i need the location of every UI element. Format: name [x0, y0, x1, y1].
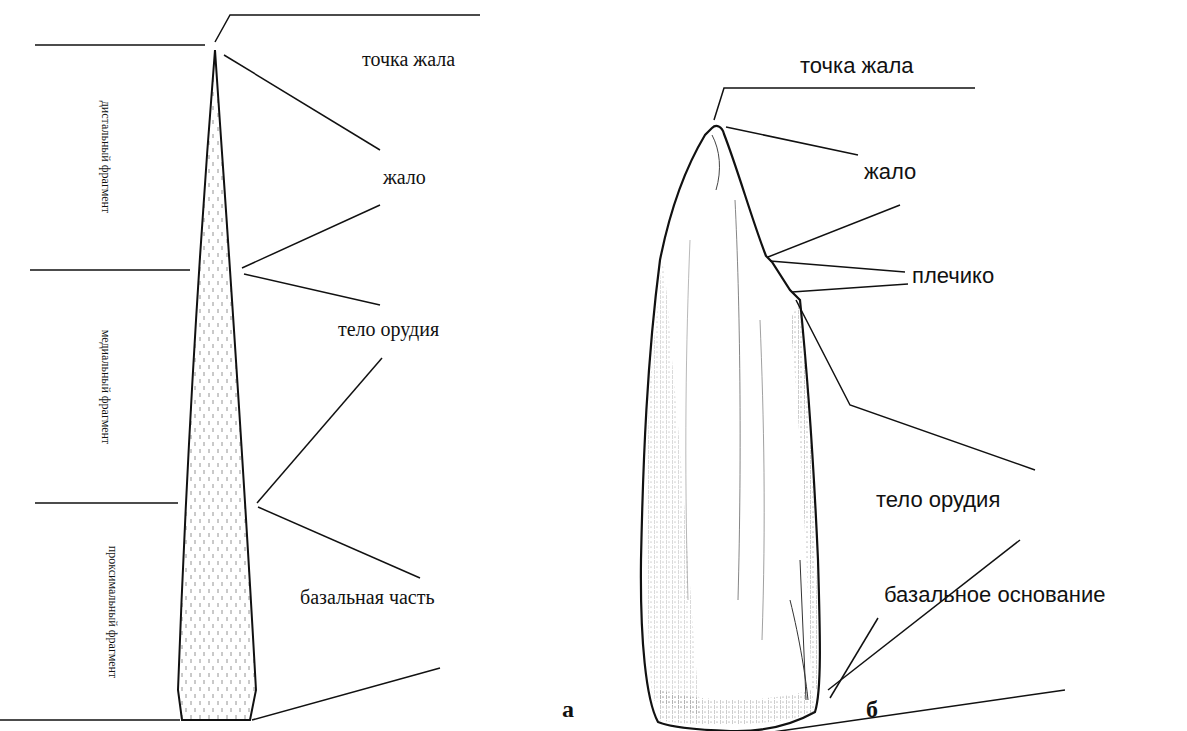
part-label: точка жала [362, 48, 455, 70]
part-label: плечико [912, 264, 994, 288]
fragment-label: проксимальный фрагмент [105, 537, 118, 687]
part-label: тело орудия [338, 318, 439, 340]
part-label: жало [864, 160, 916, 184]
leader-lines-a [215, 15, 480, 720]
fragment-label: медиальный фрагмент [98, 280, 111, 495]
leader-lines-b [714, 88, 1065, 731]
fragment-label: дистальный фрагмент [98, 55, 111, 260]
part-label: тело орудия [876, 488, 1000, 512]
part-label: базальное основание [884, 583, 1105, 607]
fragment-ticks [0, 45, 205, 720]
part-label: жало [383, 166, 426, 188]
part-label: базальная часть [300, 586, 435, 608]
figure-letter: б [866, 696, 878, 722]
bone-tool-drawing [641, 126, 820, 731]
part-label: точка жала [800, 54, 914, 78]
figure-letter: а [562, 696, 574, 722]
awl-schematic [178, 50, 256, 720]
